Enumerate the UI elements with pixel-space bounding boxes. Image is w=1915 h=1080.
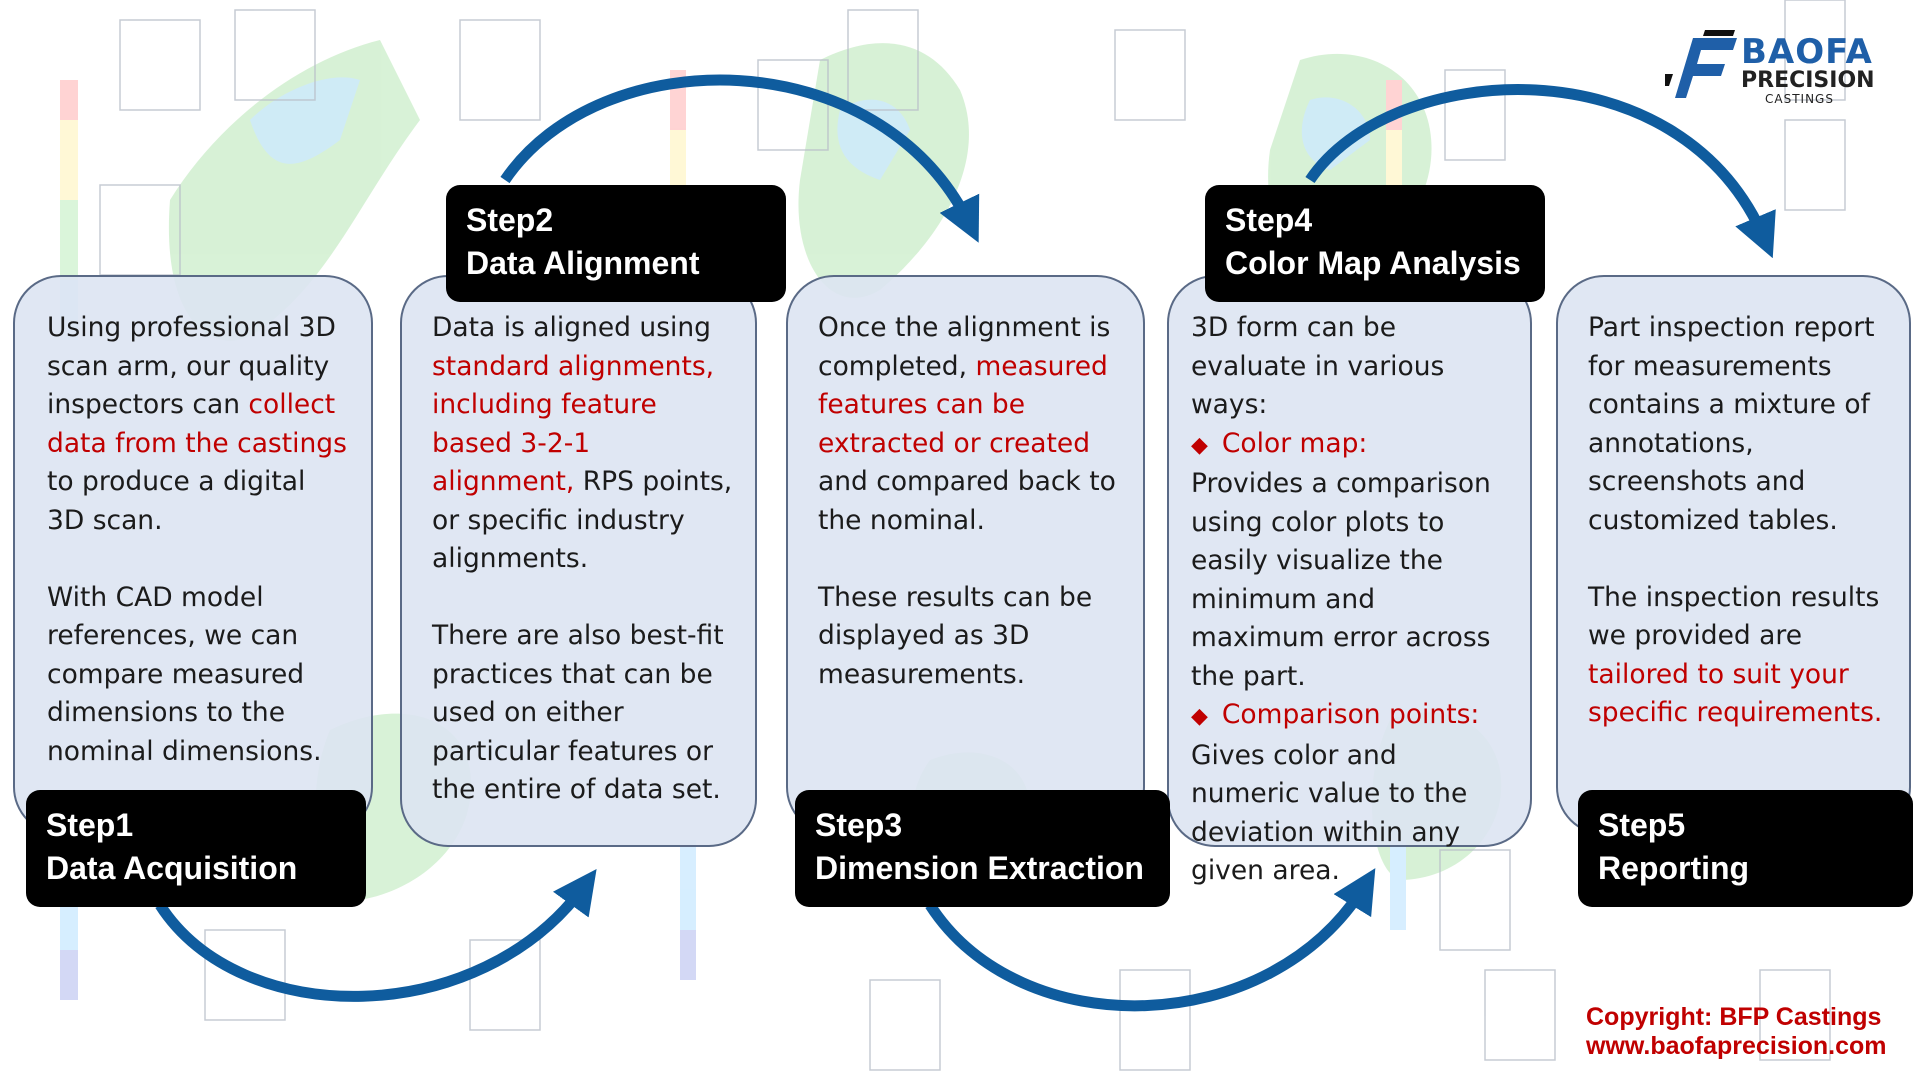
arrow-step4-to-step5: [1305, 84, 1776, 259]
step1-card: Using professional 3D scan arm, our qual…: [13, 275, 373, 835]
copyright-notice: Copyright: BFP Castings www.baofaprecisi…: [1586, 1003, 1887, 1061]
copyright-line: Copyright: BFP Castings: [1586, 1003, 1882, 1031]
step3-paragraph-2: These results can be displayed as 3D mea…: [818, 581, 1093, 690]
brand-logo: BAOFA PRECISION CASTINGS: [1661, 30, 1885, 110]
step1-paragraph-1: Using professional 3D scan arm, our qual…: [47, 309, 349, 540]
step2-label: Step2 Data Alignment: [446, 185, 786, 302]
arrow-step1-to-step2: [155, 868, 597, 1002]
step4-label: Step4 Color Map Analysis: [1205, 185, 1545, 302]
step4-intro: 3D form can be evaluate in various ways:: [1191, 312, 1445, 420]
step4-label-number: Step4: [1225, 202, 1313, 238]
step4-card: 3D form can be evaluate in various ways:…: [1167, 275, 1532, 886]
step4-bullet-1-title: Color map:: [1221, 427, 1368, 459]
step1-paragraph-2: With CAD model references, we can compar…: [47, 581, 322, 767]
step5-label: Step5 Reporting: [1578, 790, 1913, 907]
logo-mark-icon: [1661, 30, 1737, 98]
diamond-bullet-icon: ◆: [1191, 432, 1208, 458]
step3-card: Once the alignment is completed, measure…: [786, 275, 1145, 835]
step3-paragraph-1: Once the alignment is completed, measure…: [818, 309, 1121, 540]
step2-paragraph-1: Data is aligned using standard alignment…: [432, 309, 733, 579]
step2-label-number: Step2: [466, 202, 554, 238]
step3-highlight: measured features can be extracted or cr…: [818, 350, 1108, 459]
step1-highlight: collect data from the castings: [47, 389, 347, 459]
step4-bullet-2-title: Comparison points:: [1221, 699, 1480, 730]
arrow-step2-to-step3: [500, 74, 980, 243]
step4-bullet-2: ◆ Comparison points:: [1191, 696, 1508, 737]
step1-label: Step1 Data Acquisition: [26, 790, 366, 907]
step2-paragraph-2: There are also best-fit practices that c…: [432, 620, 724, 805]
step2-highlight: standard alignments, including feature b…: [432, 350, 715, 498]
step5-paragraph-1: Part inspection report for measurements …: [1588, 312, 1875, 536]
logo-name-line3: CASTINGS: [1765, 92, 1834, 106]
step5-text-a: The inspection results we provided are: [1588, 581, 1880, 652]
step3-label-number: Step3: [815, 807, 903, 843]
diamond-bullet-icon: ◆: [1191, 704, 1208, 729]
step2-card: Data is aligned using standard alignment…: [400, 275, 757, 847]
logo-name-line1: BAOFA: [1741, 32, 1873, 72]
step4-bullet-1: ◆ Color map:: [1191, 425, 1508, 466]
step5-highlight: tailored to suit your specific requireme…: [1588, 658, 1883, 729]
step4-bullet-2-text: Gives color and numeric value to the dev…: [1191, 739, 1468, 887]
step5-label-number: Step5: [1598, 807, 1686, 843]
step3-label: Step3 Dimension Extraction: [795, 790, 1170, 907]
step1-label-title: Data Acquisition: [46, 850, 298, 886]
step2-text-a: Data is aligned using: [432, 312, 712, 343]
step1-text-b: to produce a digital 3D scan.: [47, 466, 306, 536]
arrow-step3-to-step4: [925, 868, 1376, 1012]
step5-paragraph-2: The inspection results we provided are t…: [1588, 579, 1887, 733]
website-line: www.baofaprecision.com: [1586, 1032, 1887, 1060]
logo-name-line2: PRECISION: [1741, 68, 1875, 93]
step1-text-a: Using professional 3D scan arm, our qual…: [47, 312, 336, 420]
step3-label-title: Dimension Extraction: [815, 850, 1144, 886]
step3-text-b: and compared back to the nominal.: [818, 466, 1116, 536]
step5-card: Part inspection report for measurements …: [1556, 275, 1911, 835]
step4-bullet-1-text: Provides a comparison using color plots …: [1191, 468, 1491, 692]
step2-text-b: RPS points, or specific industry alignme…: [432, 466, 733, 574]
step4-label-title: Color Map Analysis: [1225, 245, 1521, 281]
step5-label-title: Reporting: [1598, 850, 1750, 886]
step2-label-title: Data Alignment: [466, 245, 700, 281]
step3-text-a: Once the alignment is completed,: [818, 312, 1111, 382]
step1-label-number: Step1: [46, 807, 134, 843]
